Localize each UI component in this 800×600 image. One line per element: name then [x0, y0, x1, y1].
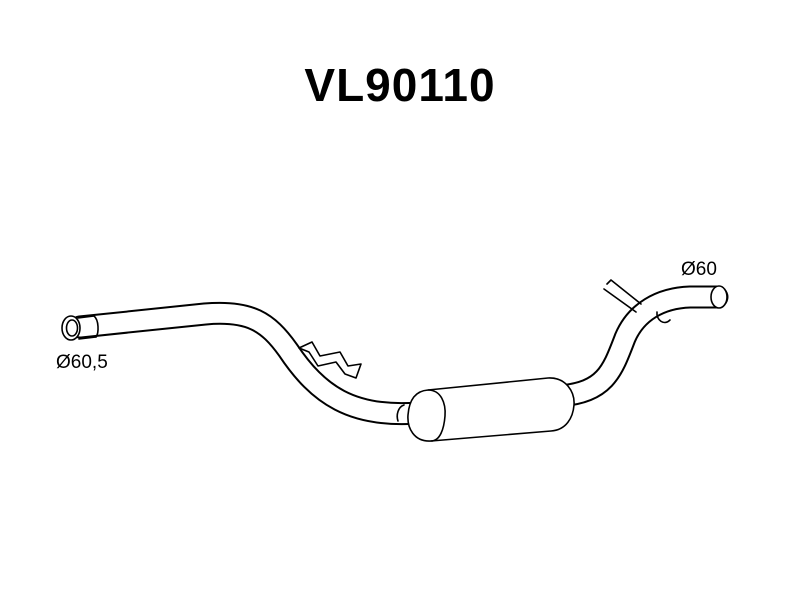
inlet-pipe-end — [61, 315, 99, 341]
rear-pipe-section — [548, 285, 729, 408]
front-hanger-bracket — [298, 341, 362, 379]
inlet-diameter-label: Ø60,5 — [56, 352, 108, 373]
rear-hanger-bracket — [603, 279, 671, 324]
outlet-pipe-end — [710, 285, 728, 309]
part-number-title: VL90110 — [304, 59, 496, 111]
middle-silencer — [396, 377, 575, 442]
front-pipe-section — [68, 301, 430, 426]
outlet-diameter-label: Ø60 — [681, 259, 717, 280]
